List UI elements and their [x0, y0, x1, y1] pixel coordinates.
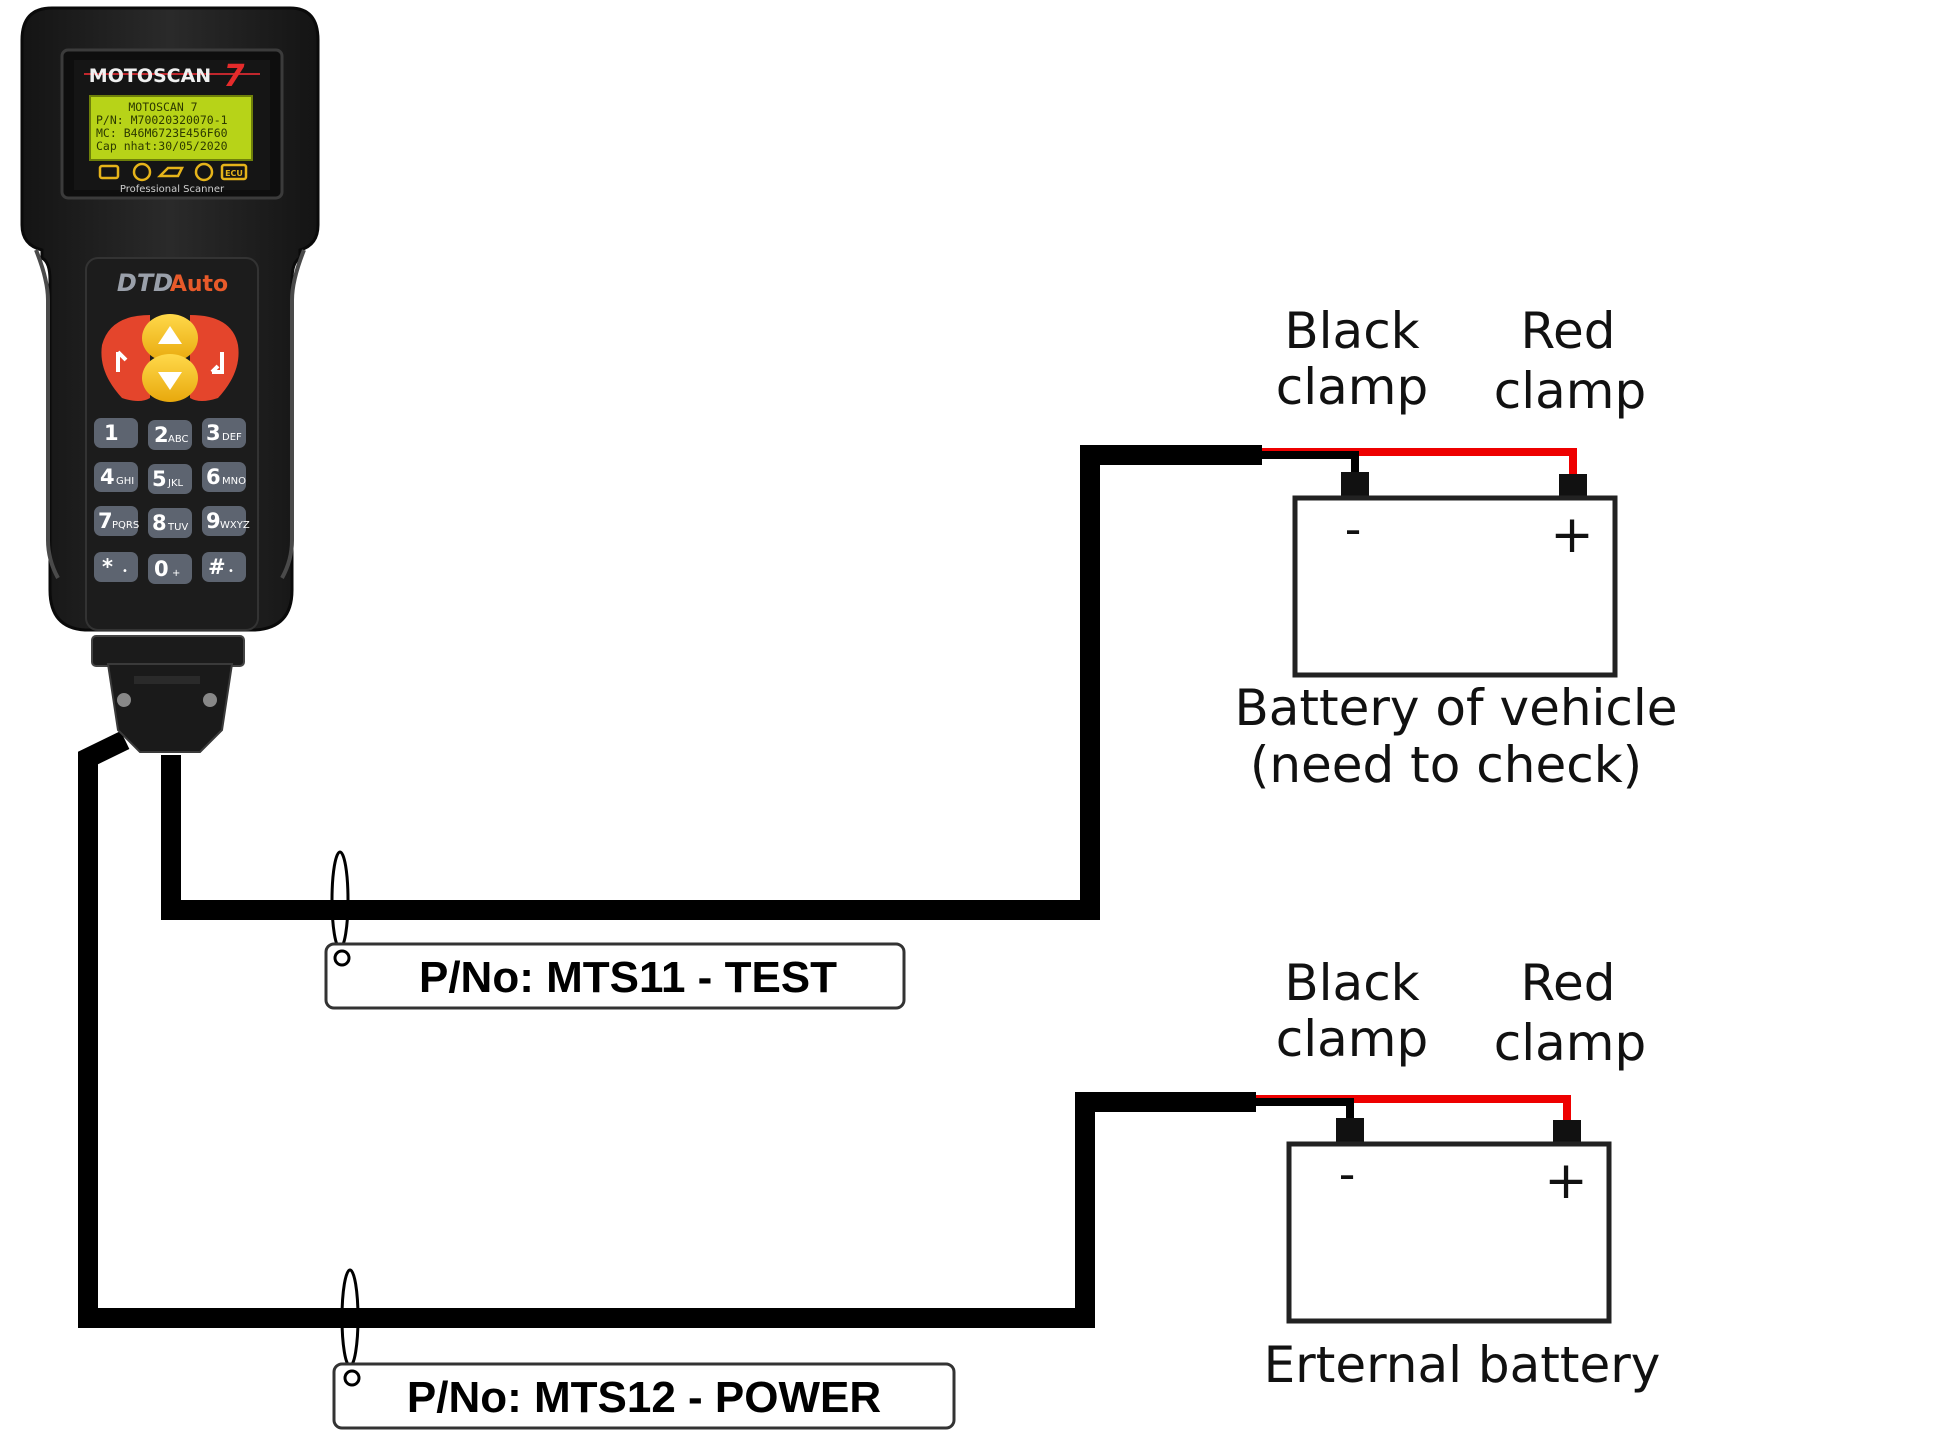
device-model-number: 7	[224, 59, 245, 94]
vehicle-red-clamp-label-2: clamp	[1494, 362, 1646, 420]
svg-text:•: •	[122, 566, 128, 577]
engine-icon	[98, 164, 120, 180]
oil-icon	[156, 166, 185, 178]
back-arrow-icon	[116, 350, 128, 372]
svg-text:2: 2	[154, 423, 169, 447]
svg-text:9: 9	[206, 509, 221, 533]
svg-text:PQRS: PQRS	[112, 520, 139, 531]
lcd-line-1: MOTOSCAN 7	[128, 100, 197, 114]
svg-text:6: 6	[206, 465, 221, 489]
key-0[interactable]: 0+	[148, 554, 192, 584]
external-battery-neg-terminal	[1336, 1118, 1364, 1144]
svg-text:5: 5	[152, 467, 167, 491]
svg-text:+: +	[172, 568, 180, 579]
svg-text:MNO: MNO	[222, 476, 246, 487]
power-cable-wire	[78, 731, 1256, 1328]
test-cable-black-lead	[1262, 451, 1359, 475]
motoscan-device: MOTOSCAN 7 MOTOSCAN 7 P/N: M70020320070-…	[20, 6, 320, 753]
vehicle-battery-neg-terminal	[1341, 472, 1369, 498]
power-cable	[78, 731, 1256, 1328]
svg-text:•: •	[228, 566, 234, 577]
gauge-icon	[194, 162, 214, 182]
enter-arrow-icon	[210, 352, 224, 374]
abs-icon	[132, 162, 152, 182]
lcd-line-3: MC: B46M6723E456F60	[96, 126, 228, 140]
test-cable-wire	[161, 445, 1262, 920]
vehicle-red-clamp-label-1: Red	[1521, 302, 1616, 360]
external-red-clamp-label-1: Red	[1521, 954, 1616, 1012]
vehicle-battery-pos-sign: +	[1550, 505, 1594, 565]
up-arrow-icon	[158, 326, 182, 344]
external-black-clamp-label-2: clamp	[1276, 1010, 1428, 1068]
test-cable-tag-label: P/No: MTS11 - TEST	[419, 953, 837, 1002]
enter-button[interactable]	[190, 315, 239, 401]
vehicle-battery-caption-2: (need to check)	[1250, 736, 1642, 794]
maker-logo-dtd: DTD	[117, 269, 173, 297]
maker-logo-auto: Auto	[170, 272, 228, 297]
db-connector	[91, 635, 245, 753]
svg-text:WXYZ: WXYZ	[220, 520, 250, 531]
device-lcd	[89, 95, 253, 161]
power-cable-black-lead	[1256, 1098, 1354, 1122]
svg-text:JKL: JKL	[167, 478, 184, 489]
vehicle-black-clamp-label-2: clamp	[1276, 358, 1428, 416]
vehicle-battery-pos-terminal	[1559, 474, 1587, 498]
external-battery: Black clamp Red clamp - + Erternal batte…	[1264, 954, 1661, 1394]
test-cable-red-wire	[1262, 448, 1577, 478]
svg-text:DEF: DEF	[222, 432, 242, 443]
device-brand: MOTOSCAN	[89, 65, 211, 87]
svg-text:1: 1	[104, 421, 119, 445]
external-battery-neg-sign: -	[1339, 1147, 1356, 1201]
svg-text:TUV: TUV	[167, 522, 188, 533]
key-star[interactable]: *•	[94, 552, 138, 582]
down-arrow-icon	[158, 372, 182, 390]
power-cable-tag: P/No: MTS12 - POWER	[332, 1268, 956, 1430]
vehicle-battery-neg-sign: -	[1345, 502, 1362, 556]
key-1[interactable]: 1	[94, 418, 138, 448]
svg-text:*: *	[102, 555, 113, 579]
nav-cluster	[101, 314, 239, 402]
svg-text:8: 8	[152, 511, 167, 535]
lcd-line-2: P/N: M70020320070-1	[96, 113, 228, 127]
vehicle-black-clamp-label-1: Black	[1284, 302, 1419, 360]
external-red-clamp-label-2: clamp	[1494, 1014, 1646, 1072]
key-hash[interactable]: #•	[202, 552, 246, 582]
vehicle-battery-body	[1292, 495, 1618, 678]
svg-text:ABC: ABC	[168, 434, 189, 445]
external-black-clamp-label-1: Black	[1284, 954, 1419, 1012]
lcd-line-4: Cap nhat:30/05/2020	[96, 139, 228, 153]
test-cable	[161, 445, 1262, 920]
vehicle-battery-caption-1: Battery of vehicle	[1234, 679, 1677, 737]
svg-text:3: 3	[206, 421, 221, 445]
test-cable-tag: P/No: MTS11 - TEST	[324, 850, 906, 1010]
external-battery-pos-terminal	[1553, 1120, 1581, 1144]
device-subtitle: Professional Scanner	[120, 184, 225, 195]
power-cable-red-wire	[1256, 1095, 1571, 1124]
ecu-icon: ECU	[225, 169, 243, 178]
svg-text:0: 0	[154, 557, 169, 581]
external-battery-body	[1286, 1141, 1612, 1324]
external-battery-pos-sign: +	[1544, 1151, 1588, 1211]
svg-text:#: #	[208, 555, 226, 579]
svg-text:4: 4	[100, 465, 115, 489]
lcd-icons-row: ECU	[98, 162, 248, 182]
vehicle-battery: Black clamp Red clamp - + Battery of veh…	[1234, 302, 1677, 794]
svg-text:7: 7	[98, 509, 113, 533]
svg-text:GHI: GHI	[116, 476, 134, 487]
power-cable-tag-label: P/No: MTS12 - POWER	[407, 1373, 881, 1422]
external-battery-caption: Erternal battery	[1264, 1336, 1661, 1394]
